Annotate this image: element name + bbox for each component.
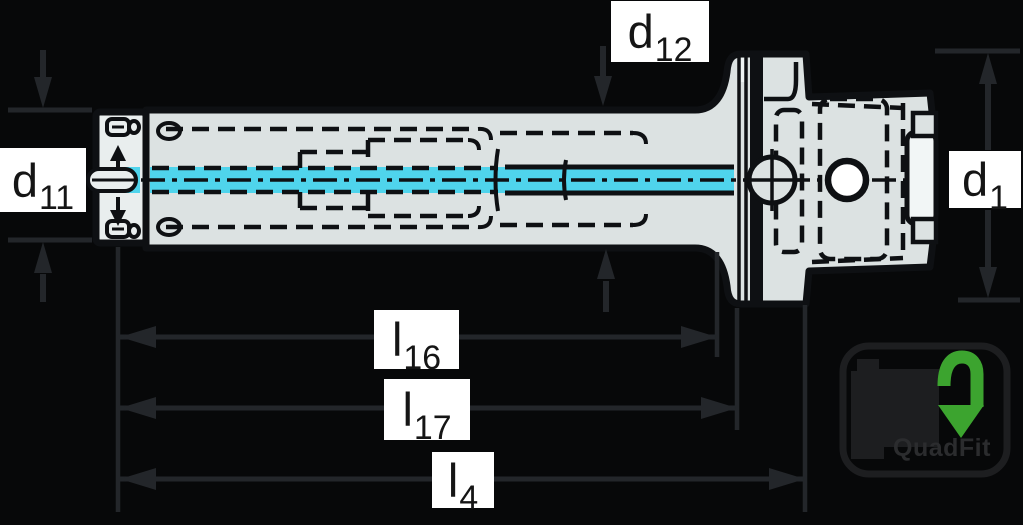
dim-label-l4: l4 [432, 452, 494, 518]
dim-label-d11: d11 [0, 148, 86, 218]
quadfit-logo-frame [839, 342, 1011, 478]
hsk-shank [824, 110, 939, 245]
flange [737, 56, 801, 302]
drive-hole [824, 157, 870, 203]
dimension-d12 [594, 46, 615, 312]
dim-label-l4-text: l4 [447, 453, 479, 518]
dim-label-d12: d12 [611, 1, 709, 69]
dim-label-d11-text: d11 [11, 153, 75, 218]
dim-label-l16-text: l16 [391, 313, 442, 377]
quadfit-holder-silhouette [851, 359, 939, 459]
dimension-d1 [935, 48, 1020, 303]
head-adjustment-details [86, 117, 141, 239]
dim-label-d1-text: d1 [962, 153, 1008, 217]
dimension-d11 [8, 50, 92, 302]
quadfit-green-arrow [937, 350, 984, 407]
dim-label-d1: d1 [949, 151, 1021, 217]
dim-label-l17-text: l17 [402, 383, 452, 447]
quadfit-wordmark: QuadFit [893, 434, 991, 462]
dim-label-l16: l16 [374, 310, 459, 377]
hollow-taper-notch [904, 129, 939, 227]
dim-label-d12-text: d12 [627, 5, 693, 69]
quadfit-logo [839, 342, 1011, 478]
dim-label-l17: l17 [384, 379, 470, 447]
